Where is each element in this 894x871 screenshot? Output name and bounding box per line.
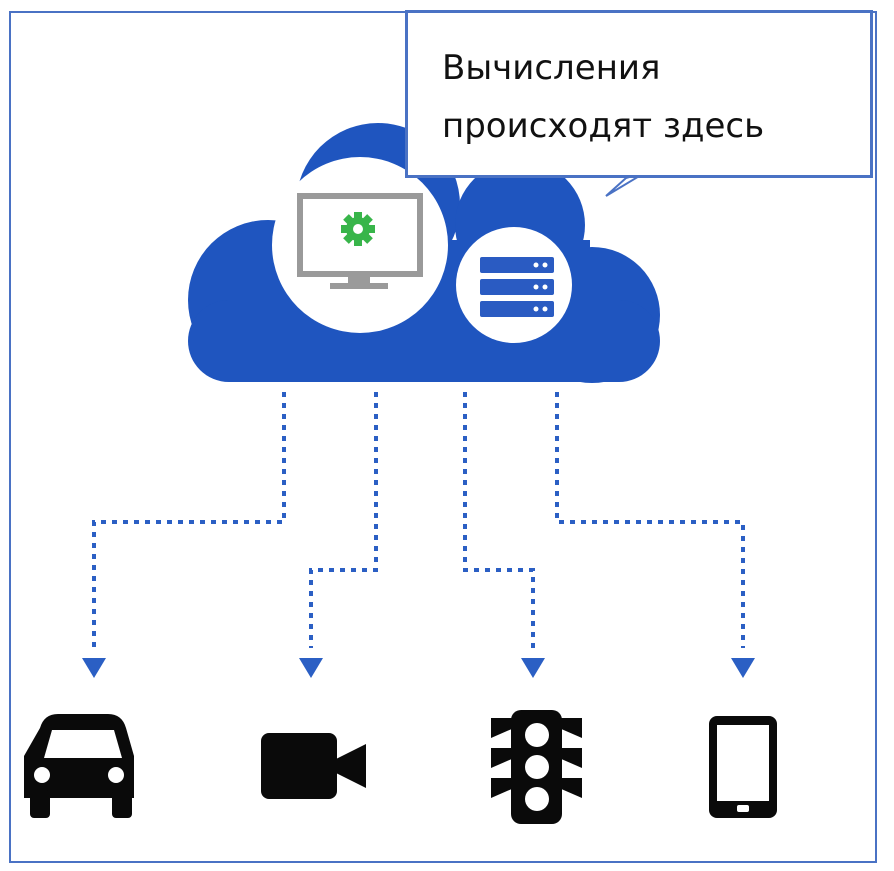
callout-line-2: происходят здесь — [442, 106, 765, 146]
callout-line-1: Вычисления — [442, 48, 661, 88]
traffic-light-icon — [491, 710, 582, 824]
connector-camera — [309, 392, 378, 648]
arrow-down-icon — [521, 658, 545, 678]
connector-tablet — [555, 392, 745, 648]
callout-box: Вычисления происходят здесь — [405, 10, 873, 178]
arrow-down-icon — [299, 658, 323, 678]
connector-traffic-light — [463, 392, 535, 648]
connector-car — [92, 392, 286, 648]
video-camera-icon — [261, 733, 366, 799]
car-icon — [24, 714, 134, 818]
arrow-down-icon — [731, 658, 755, 678]
arrow-down-icon — [82, 658, 106, 678]
server-rack-icon — [456, 227, 572, 343]
gear-icon — [341, 212, 375, 246]
monitor-gear-icon — [272, 157, 448, 333]
tablet-icon — [709, 716, 777, 818]
